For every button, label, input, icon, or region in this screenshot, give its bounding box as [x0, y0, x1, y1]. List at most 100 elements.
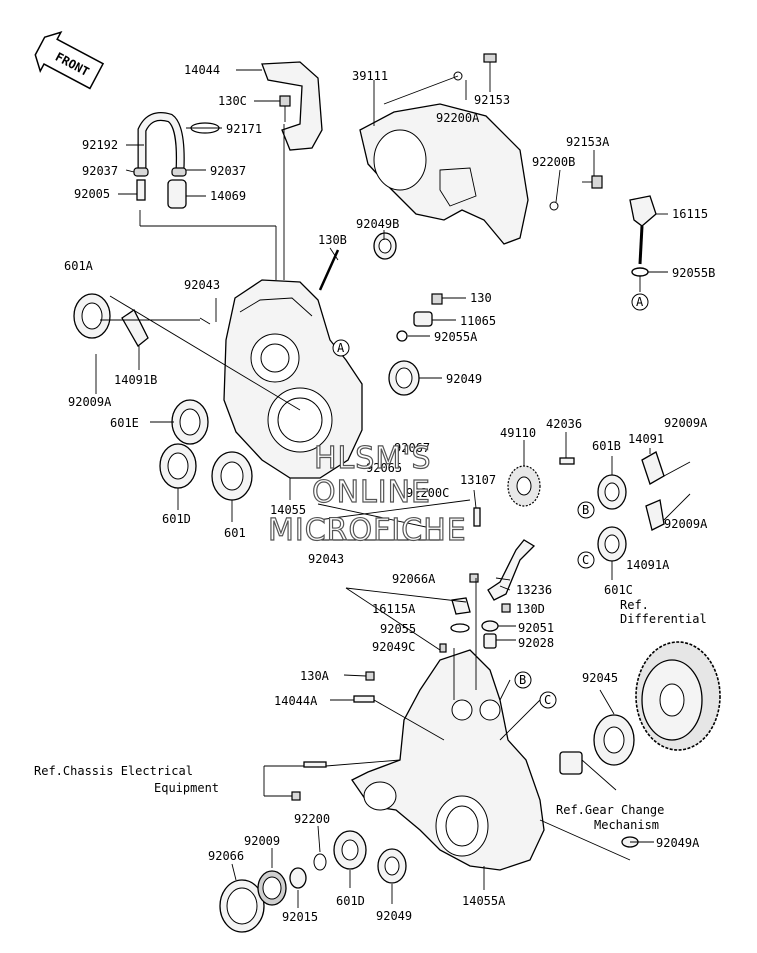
callout-c-right: C: [577, 551, 595, 569]
seal-92009: [257, 870, 287, 906]
label-92049A: 92049A: [656, 836, 700, 850]
bracket-14044: [261, 61, 323, 151]
label-92066: 92066: [208, 849, 244, 863]
svg-text:A: A: [337, 341, 345, 355]
bracket-14091B: [121, 309, 149, 347]
label-16115: 16115: [672, 207, 708, 221]
label-92009: 92009: [244, 834, 280, 848]
label-130: 130: [470, 291, 492, 305]
seal-92051: [481, 620, 499, 632]
svg-text:C: C: [544, 693, 551, 707]
callout-b-right: B: [577, 501, 595, 519]
oil-seal-92049: [388, 360, 420, 396]
clamp-92037-right: [171, 167, 187, 177]
svg-text:A: A: [636, 295, 644, 309]
svg-text:B: B: [582, 503, 589, 517]
label-130A: 130A: [300, 669, 330, 683]
label-39111: 39111: [352, 69, 388, 83]
bolt-130C: [279, 95, 291, 122]
label-14044: 14044: [184, 63, 220, 77]
washer-92200: [313, 853, 327, 871]
bolt-130: [431, 293, 443, 305]
callout-b-lower: B: [514, 671, 532, 689]
callout-c-lower: C: [539, 691, 557, 709]
bracket-14091A: [645, 499, 665, 531]
bolt-130A: [365, 671, 375, 681]
bracket-14091: [641, 451, 665, 485]
label-92037-right: 92037: [210, 164, 246, 178]
label-11065: 11065: [460, 314, 496, 328]
lever-13236: [487, 539, 536, 601]
label-92055: 92055: [380, 622, 416, 636]
label-42036: 42036: [546, 417, 582, 431]
label-92192: 92192: [82, 138, 118, 152]
label-92200C: 92200C: [406, 486, 449, 500]
label-13236: 13236: [516, 583, 552, 597]
label-92005: 92005: [74, 187, 110, 201]
ref-chassis-line2: Equipment: [154, 781, 219, 795]
label-92049-lower: 92049: [376, 909, 412, 923]
seal-92049-lower: [377, 848, 407, 884]
label-92065: 92065: [366, 461, 402, 475]
ref-differential-line1: Ref.: [620, 598, 649, 612]
bearing-601C: [597, 526, 627, 562]
label-92009A-left: 92009A: [68, 395, 112, 409]
label-14091A: 14091A: [626, 558, 670, 572]
bearing-601D-lower: [333, 830, 367, 870]
label-92045: 92045: [582, 671, 618, 685]
pin-92049C: [439, 643, 447, 653]
front-arrow-badge: FRONT: [34, 31, 105, 90]
label-13107: 13107: [460, 473, 496, 487]
watermark-line3: MICROFICHE: [268, 513, 467, 548]
leader-lines: [95, 69, 691, 908]
label-92171: 92171: [226, 122, 262, 136]
seal-92015: [289, 867, 307, 889]
gear-49110: [507, 465, 541, 507]
o-ring-92055A: [396, 330, 408, 342]
label-92067: 92067: [394, 441, 430, 455]
label-92055B: 92055B: [672, 266, 715, 280]
part-11065: [413, 311, 433, 327]
collar-92028: [483, 633, 497, 649]
watermark-line1: HLSM'S: [314, 441, 432, 476]
label-601D-lower: 601D: [336, 894, 365, 908]
fitting-92005: [136, 179, 146, 201]
part-labels: 14044 130C 39111 92153 92200A 92192 9217…: [34, 63, 715, 924]
svg-text:C: C: [582, 553, 589, 567]
label-92043-upper: 92043: [184, 278, 220, 292]
label-92055A: 92055A: [434, 330, 478, 344]
callout-a-right: A: [631, 293, 649, 311]
label-92015: 92015: [282, 910, 318, 924]
bearing-601: [211, 451, 253, 501]
washer-92200B: [549, 201, 559, 211]
label-14069: 14069: [210, 189, 246, 203]
callout-a-upper: A: [332, 339, 350, 357]
label-92066A: 92066A: [392, 572, 436, 586]
bolt-130B: [318, 249, 340, 291]
label-130D: 130D: [516, 602, 545, 616]
o-ring-92055: [450, 623, 470, 633]
chassis-bolt: [291, 761, 327, 801]
label-92153: 92153: [474, 93, 510, 107]
bearing-601D-upper: [159, 443, 197, 489]
label-92028: 92028: [518, 636, 554, 650]
label-92049-upper: 92049: [446, 372, 482, 386]
label-130C: 130C: [218, 94, 247, 108]
bearing-601A: [73, 293, 111, 339]
label-601C: 601C: [604, 583, 633, 597]
label-92153A: 92153A: [566, 135, 610, 149]
bearing-601B: [597, 474, 627, 510]
label-92009A-lower-right: 92009A: [664, 517, 708, 531]
label-16115A: 16115A: [372, 602, 416, 616]
cap-92066A: [469, 573, 479, 583]
label-14055: 14055: [270, 503, 306, 517]
label-14044A: 14044A: [274, 694, 318, 708]
label-14091: 14091: [628, 432, 664, 446]
differential-gear: [635, 641, 721, 751]
label-49110: 49110: [500, 426, 536, 440]
bearing-601E: [171, 399, 209, 445]
svg-text:B: B: [519, 673, 526, 687]
dipstick-16115: [629, 195, 657, 265]
label-601D-upper: 601D: [162, 512, 191, 526]
